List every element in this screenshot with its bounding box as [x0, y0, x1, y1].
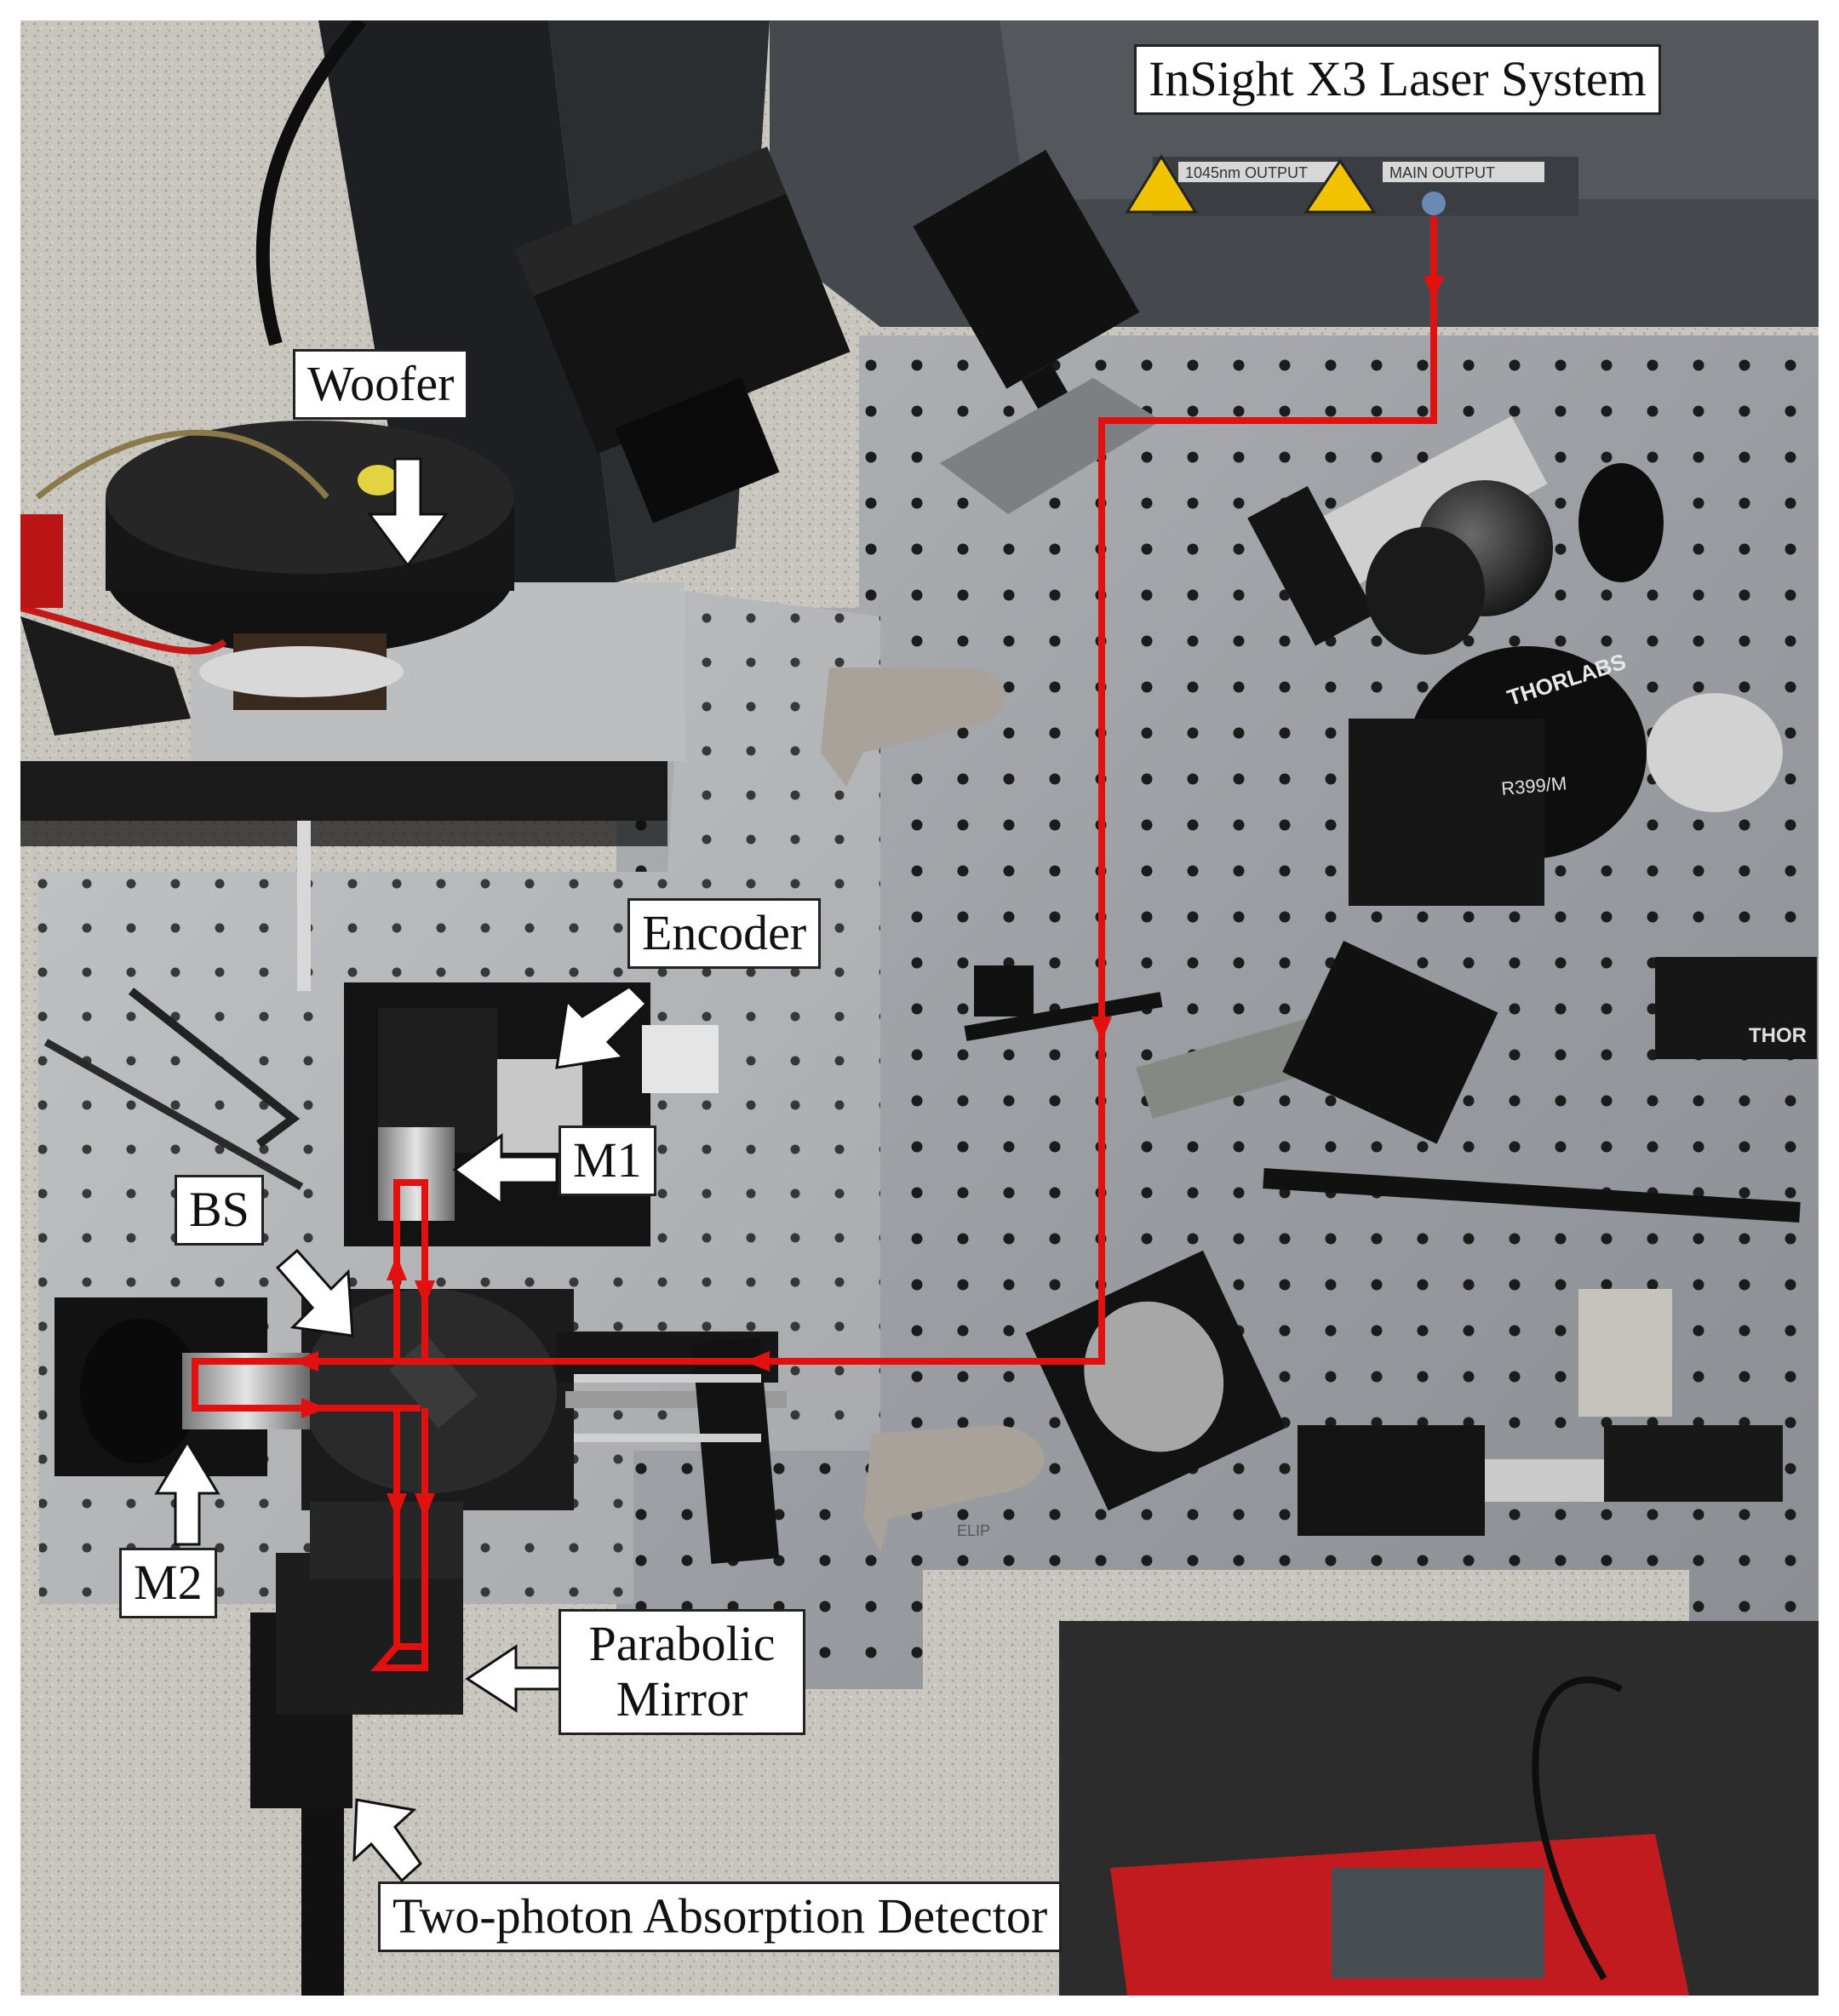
pedestal-mid: [1136, 1017, 1332, 1119]
main-output-aperture: [1422, 192, 1446, 215]
cable-black: [255, 20, 367, 346]
beam-parabolic: [370, 1644, 428, 1671]
encoder-label: Encoder: [627, 898, 822, 969]
clamp-label: ELIP: [957, 1522, 990, 1539]
woofer-plate: [20, 761, 667, 821]
mirror-mount-mid: [1282, 941, 1498, 1144]
white-card: [1578, 1289, 1672, 1417]
allen-key-1: [128, 988, 301, 1148]
red-connector: [20, 514, 63, 608]
detector-arrow: [352, 1798, 422, 1883]
bs-arrow: [275, 1248, 354, 1337]
detector-label: Two-photon Absorption Detector: [378, 1881, 1063, 1952]
warning-triangle-1: [1125, 154, 1198, 214]
lens-2: [1578, 463, 1664, 582]
svg-text:THOR: THOR: [1749, 1024, 1807, 1047]
post-holder: [974, 965, 1034, 1017]
m1-mirror-mount: [378, 1127, 455, 1221]
laser-system-label: InSight X3 Laser System: [1134, 44, 1661, 115]
fork-clamp-1: [821, 667, 1006, 787]
rear-stand: [318, 20, 616, 616]
cylinder-lens-tube: [1298, 1425, 1485, 1536]
woofer-arrow: [367, 457, 449, 568]
parabolic-mirror-label: Parabolic Mirror: [559, 1609, 805, 1735]
pointer-arrows: [154, 457, 649, 1883]
warning-triangle-2: [1303, 158, 1377, 214]
output-label-main: MAIN OUTPUT: [1389, 164, 1495, 181]
parabolic-line-2: Mirror: [616, 1670, 748, 1727]
output-label-1045: 1045nm OUTPUT: [1185, 164, 1308, 181]
camera-heatsink: [514, 146, 851, 524]
m2-arrow: [154, 1440, 221, 1546]
m2-label: M2: [119, 1548, 217, 1618]
fork-clamp-2: [863, 1425, 1045, 1553]
parabolic-arrow: [465, 1644, 567, 1713]
lens-assembly: [1247, 415, 1548, 646]
optical-setup-photo: THORLABS R399/M ELIP THOR: [20, 20, 1819, 1996]
pedestal-upper: [940, 378, 1161, 514]
lab-photograph: THORLABS R399/M ELIP THOR: [20, 20, 1819, 1996]
beam-main: [421, 216, 1437, 1365]
encoder-arrow: [555, 985, 649, 1069]
parabolic-line-1: Parabolic: [588, 1616, 776, 1671]
m1-label: M1: [559, 1125, 656, 1196]
mirror-mount-lower: [1025, 1250, 1286, 1511]
m1-arrow: [452, 1133, 559, 1206]
beam-down: [393, 1408, 428, 1650]
bs-label: BS: [175, 1175, 264, 1246]
beam-direction-arrows: [293, 276, 1444, 1519]
woofer-label: Woofer: [293, 349, 469, 420]
meter-screen: [1332, 1868, 1544, 1979]
allen-key-2: [43, 1039, 304, 1190]
